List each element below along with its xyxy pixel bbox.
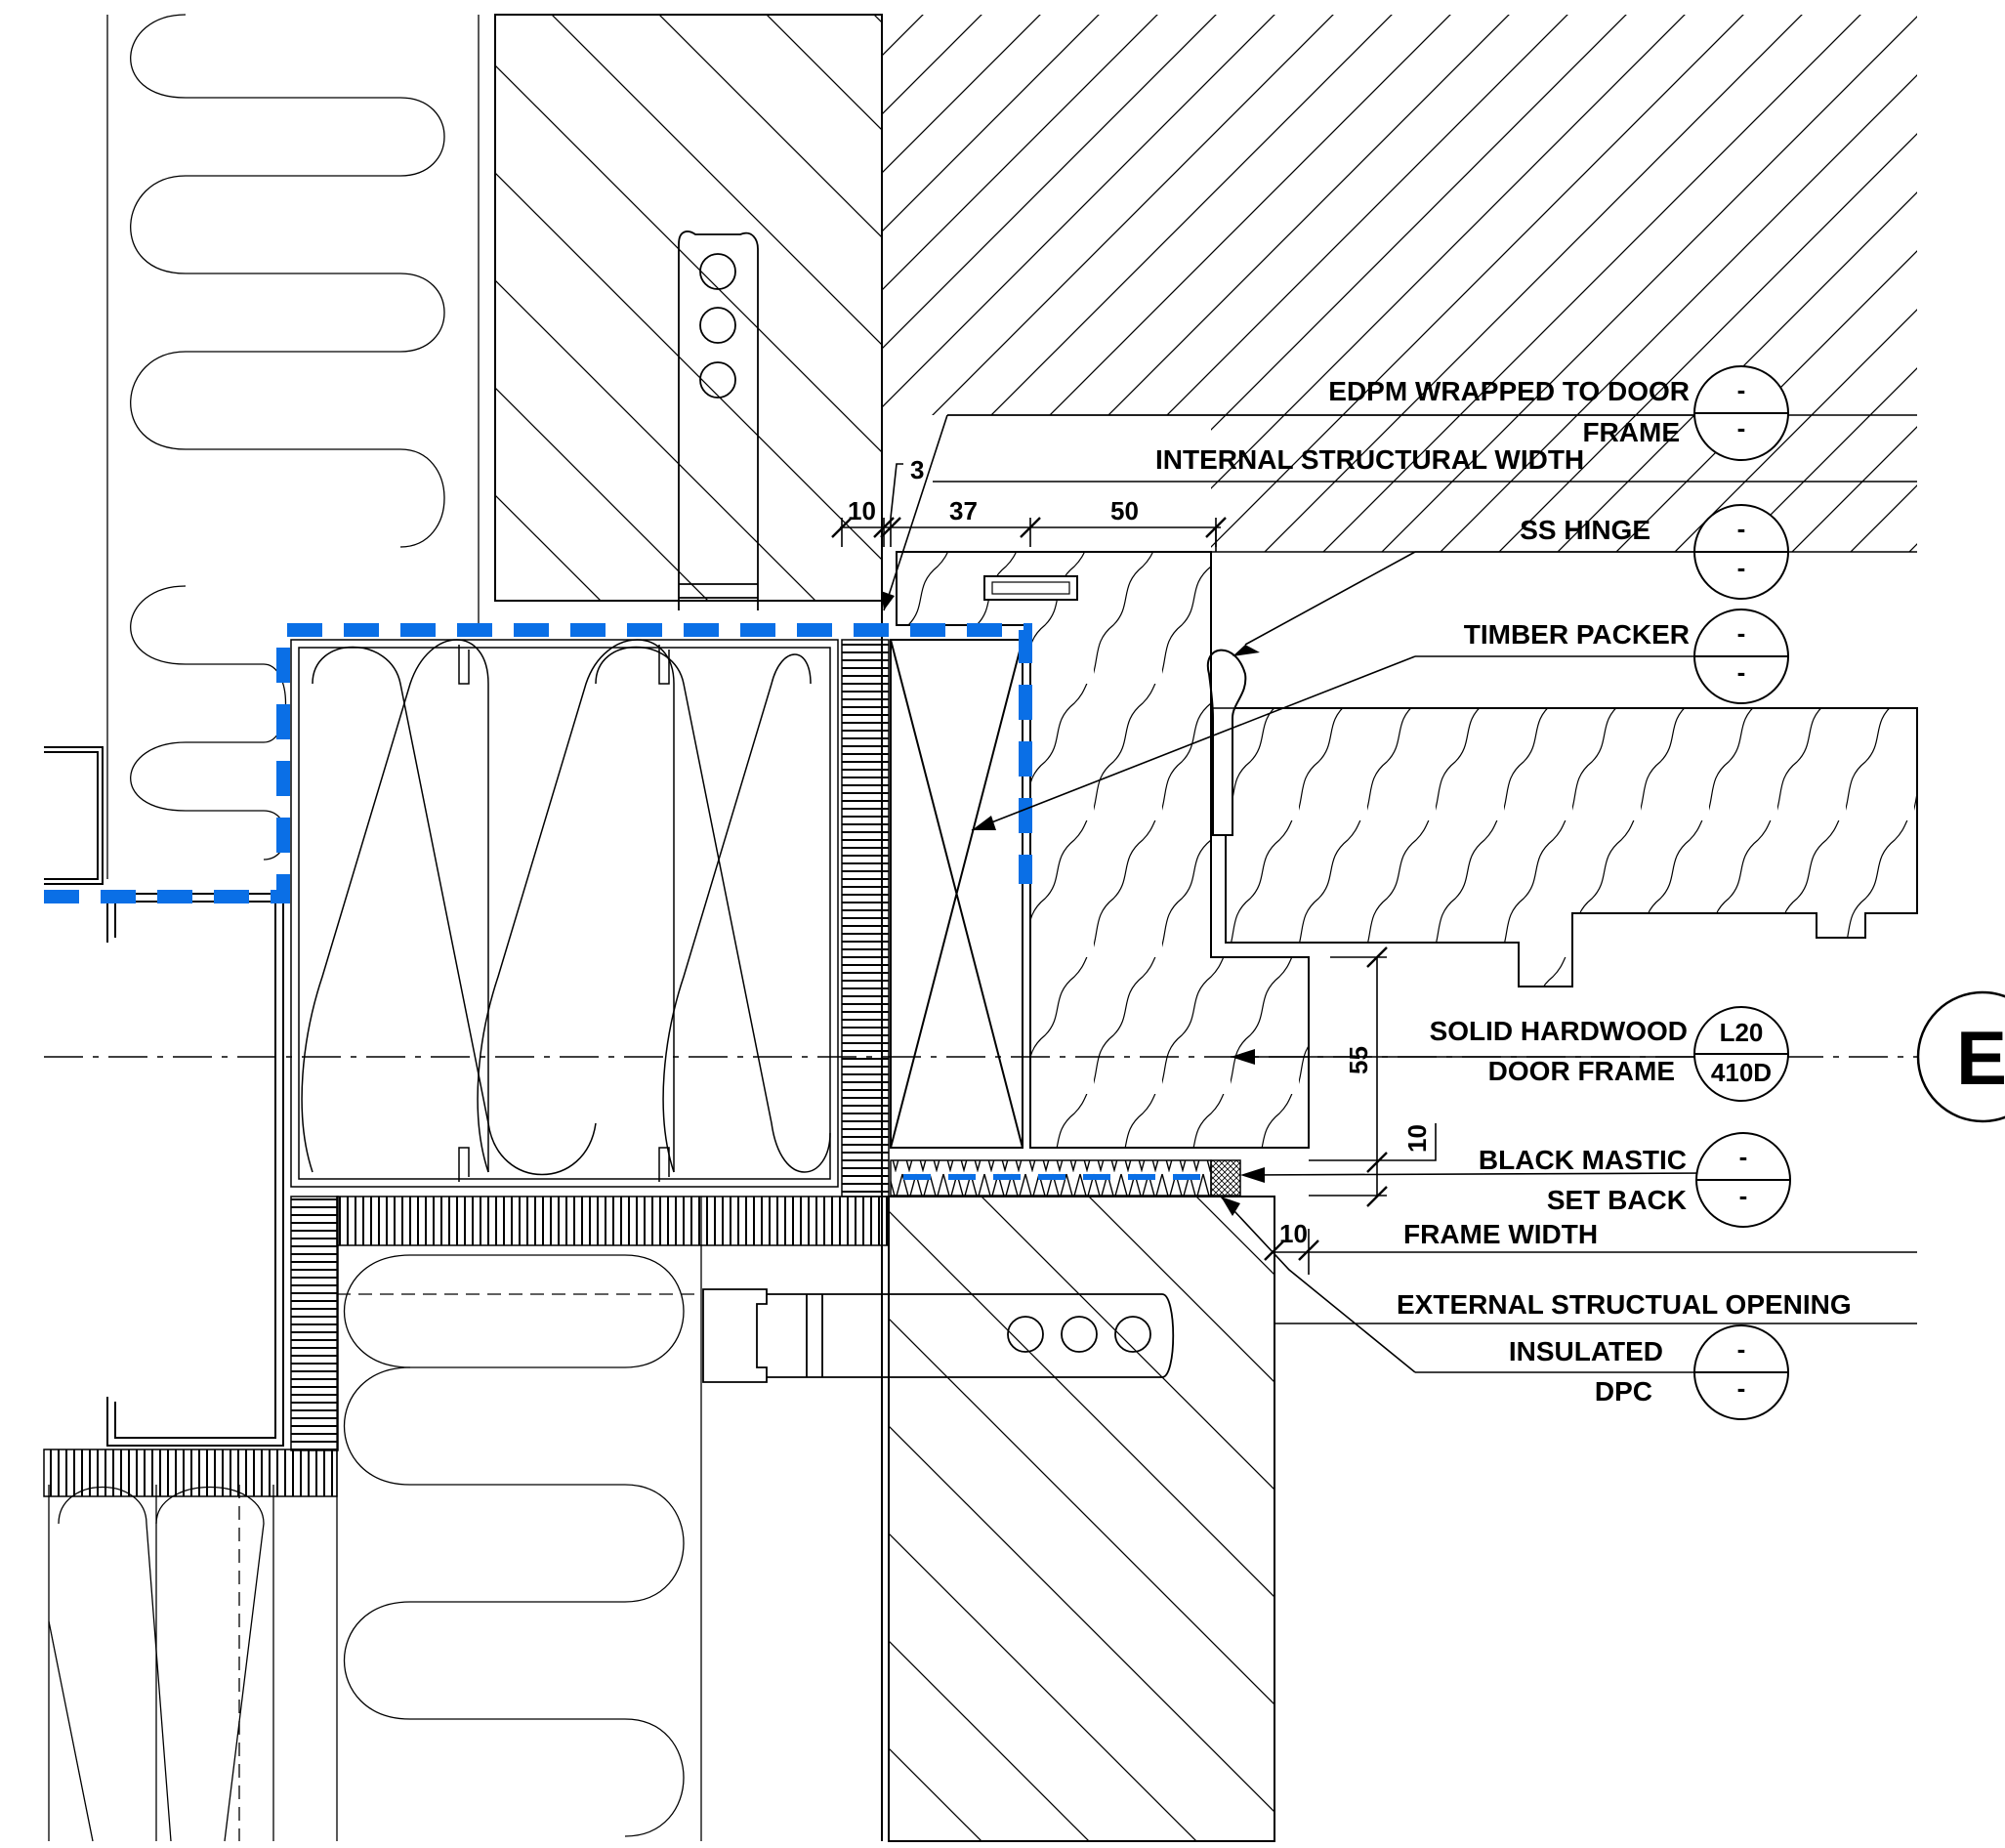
door-leaf bbox=[1225, 707, 1918, 987]
section-marker-letter: E bbox=[1956, 1015, 2005, 1101]
wall-tie-lower bbox=[702, 1288, 1175, 1383]
highlight-outline bbox=[44, 623, 1206, 1180]
dimension-10-mastic: 10 bbox=[1402, 1124, 1432, 1153]
wall-tie-upper bbox=[678, 231, 759, 610]
structure-edges bbox=[881, 15, 1275, 1841]
callout-black-mastic-line2: SET BACK bbox=[1547, 1185, 1687, 1215]
insulation-main-cavity bbox=[290, 639, 839, 1188]
callout-ss-hinge-tag-top: - bbox=[1737, 514, 1746, 543]
insulation-bottom-left bbox=[48, 1485, 274, 1842]
timber-packer bbox=[890, 639, 1023, 1149]
masonry-upper-mid bbox=[494, 14, 883, 602]
label-frame-width: FRAME WIDTH bbox=[1403, 1219, 1598, 1249]
callout-edpm-line1: EDPM WRAPPED TO DOOR bbox=[1328, 376, 1690, 406]
label-external-structual-opening: EXTERNAL STRUCTUAL OPENING bbox=[1397, 1289, 1852, 1320]
dimension-50: 50 bbox=[1110, 496, 1139, 525]
sheathing-horizontal bbox=[43, 1196, 890, 1497]
insulation-lower-cavity bbox=[336, 1197, 702, 1841]
callout-ss-hinge-tag-bottom: - bbox=[1737, 553, 1746, 582]
callout-ss-hinge: SS HINGE - - bbox=[1520, 504, 1789, 600]
leader-arrowheads bbox=[881, 591, 1265, 1216]
callout-timber-packer-tag-top: - bbox=[1737, 618, 1746, 648]
callout-edpm: EDPM WRAPPED TO DOOR FRAME - - bbox=[1328, 365, 1789, 461]
callout-insulated-dpc-tag-top: - bbox=[1737, 1334, 1746, 1364]
callout-timber-packer: TIMBER PACKER - - bbox=[1464, 609, 1789, 704]
dimension-37: 37 bbox=[949, 496, 978, 525]
insulation-left-column bbox=[106, 14, 480, 879]
callout-solid-hardwood-line2: DOOR FRAME bbox=[1488, 1056, 1675, 1086]
callout-black-mastic-tag-top: - bbox=[1739, 1142, 1748, 1171]
callout-insulated-dpc-tag-bottom: - bbox=[1737, 1373, 1746, 1403]
dimension-10-frame: 10 bbox=[1279, 1219, 1308, 1248]
leader-lines bbox=[883, 414, 1712, 1373]
masonry-lower bbox=[888, 1196, 1275, 1842]
callout-edpm-tag-bottom: - bbox=[1737, 413, 1746, 442]
section-marker: E bbox=[1916, 990, 2005, 1123]
steel-stud-left bbox=[44, 746, 284, 1447]
callout-edpm-tag-top: - bbox=[1737, 375, 1746, 404]
callout-insulated-dpc: INSULATED DPC - - bbox=[1509, 1324, 1789, 1420]
callout-leaders bbox=[947, 414, 1694, 1373]
masonry-upper-right bbox=[882, 15, 1917, 552]
callout-timber-packer-line1: TIMBER PACKER bbox=[1464, 619, 1690, 650]
callout-ss-hinge-line1: SS HINGE bbox=[1520, 515, 1650, 545]
callout-solid-hardwood-tag-top: L20 bbox=[1720, 1018, 1764, 1047]
callout-insulated-dpc-line1: INSULATED bbox=[1509, 1336, 1663, 1366]
dimension-10-top: 10 bbox=[848, 496, 876, 525]
label-internal-structural-width: INTERNAL STRUCTURAL WIDTH bbox=[1155, 444, 1584, 475]
dimension-3: 3 bbox=[910, 455, 924, 484]
callout-black-mastic-tag-bottom: - bbox=[1739, 1181, 1748, 1210]
callout-timber-packer-tag-bottom: - bbox=[1737, 657, 1746, 687]
callout-solid-hardwood-line1: SOLID HARDWOOD bbox=[1430, 1016, 1688, 1046]
callout-edpm-line2: FRAME bbox=[1582, 417, 1680, 447]
callout-solid-hardwood: SOLID HARDWOOD DOOR FRAME L20 410D bbox=[1430, 1006, 1789, 1102]
callout-insulated-dpc-line2: DPC bbox=[1595, 1376, 1652, 1407]
dimension-55: 55 bbox=[1344, 1046, 1373, 1074]
callout-black-mastic-line1: BLACK MASTIC bbox=[1479, 1145, 1687, 1175]
hinge bbox=[1206, 649, 1247, 836]
callout-solid-hardwood-tag-bottom: 410D bbox=[1711, 1058, 1772, 1087]
callout-black-mastic: BLACK MASTIC SET BACK - - bbox=[1479, 1132, 1791, 1228]
